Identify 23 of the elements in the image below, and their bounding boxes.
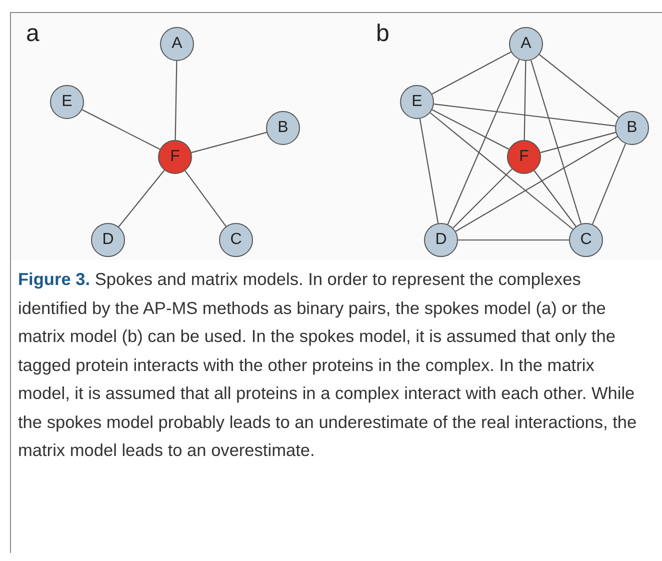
connector-line xyxy=(184,170,226,227)
figure-caption: Figure 3. Spokes and matrix models. In order to represent the complexes identified by the AP-MS methods as binary pairs, the spokes model (a) or the matrix model (b) can be used. In the spokes model, it is assumed that only the tagged protein interacts with the other proteins in the complex. In the matrix model, it is assumed that all proteins in a complex interact with each other. While the spokes model probably leads to an underestimate of the real interactions, the matrix model leads to an overestimate. xyxy=(18,268,638,462)
connector-line xyxy=(174,60,178,140)
connector-line xyxy=(447,59,520,225)
connector-line xyxy=(530,60,582,224)
connector-line xyxy=(524,60,526,140)
connector-line xyxy=(452,168,512,228)
connector-line xyxy=(419,118,439,224)
connector-line xyxy=(540,132,616,154)
connector-line xyxy=(82,109,160,150)
connector-line xyxy=(430,112,574,230)
connector-line xyxy=(432,109,510,150)
connector-line xyxy=(118,170,165,228)
connector-line xyxy=(432,52,512,94)
connector-line xyxy=(458,239,569,241)
connector-line xyxy=(534,170,576,227)
panel-label: a xyxy=(26,20,40,48)
connector-line xyxy=(592,144,626,224)
connector-line xyxy=(191,132,267,154)
connector-line xyxy=(538,54,620,118)
connector-line xyxy=(434,104,616,126)
connector-line xyxy=(455,136,618,232)
panel-label: b xyxy=(376,20,390,48)
